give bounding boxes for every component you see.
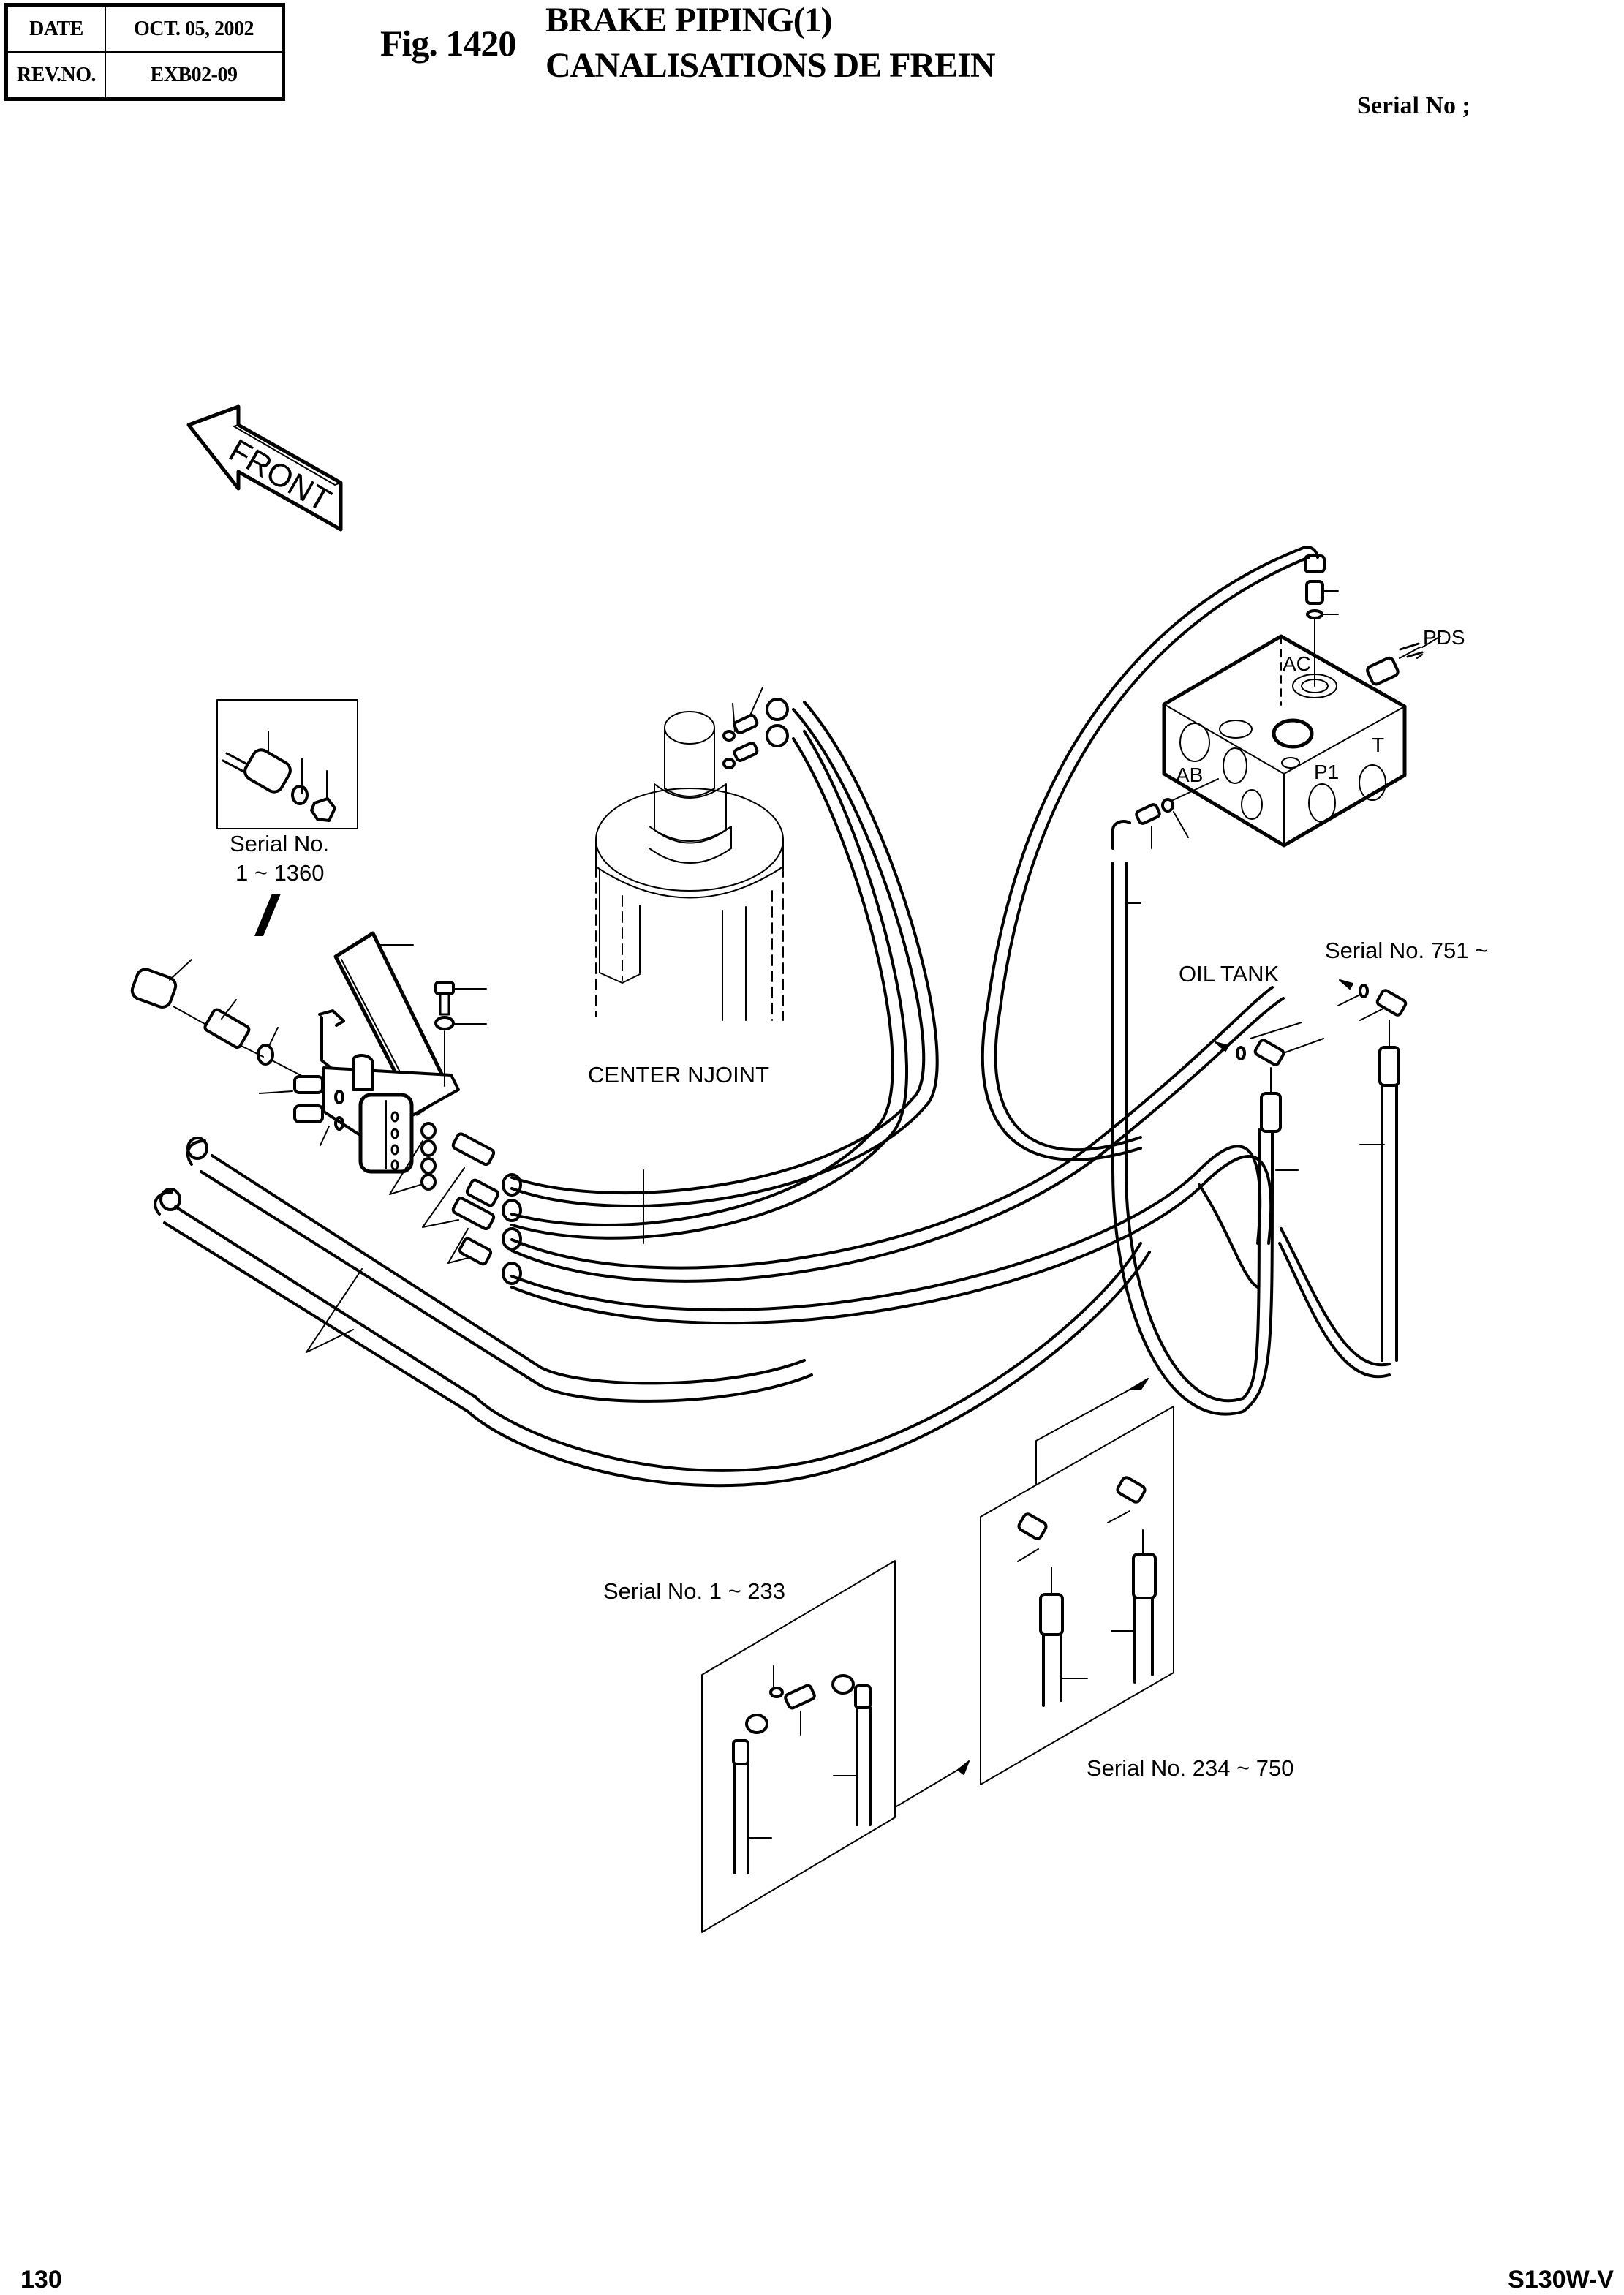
adapter-part: [310, 797, 336, 822]
pressure-switch-part: [243, 748, 292, 794]
oil-tank-label: OIL TANK: [1179, 961, 1280, 987]
page-title-english: BRAKE PIPING(1): [545, 1, 833, 39]
page-title-french: CANALISATIONS DE FREIN: [545, 46, 996, 85]
inset-serial-234-750: [980, 1378, 1174, 1785]
inset-serial-range: 1 ~ 1360: [235, 860, 325, 886]
pds-sensor-part: [1366, 656, 1400, 686]
rev-label: REV.NO.: [5, 51, 106, 100]
serial-751-label: Serial No. 751 ~: [1325, 938, 1489, 963]
serial-1-233-label: Serial No. 1 ~ 233: [603, 1578, 786, 1604]
front-arrow-icon: FRONT: [186, 404, 343, 532]
date-value: OCT. 05, 2002: [105, 4, 284, 53]
port-pds-label: PDS: [1423, 626, 1465, 649]
port-ab-label: AB: [1176, 764, 1204, 786]
inset-pressure-switch: [216, 699, 358, 829]
figure-number: Fig. 1420: [380, 23, 516, 64]
date-label: DATE: [5, 4, 106, 53]
rev-value: EXB02-09: [105, 51, 284, 100]
port-ac-label: AC: [1283, 652, 1311, 675]
serial-number-heading: Serial No ;: [1357, 92, 1470, 119]
port-p1-label: P1: [1314, 761, 1340, 783]
brake-valve-block: [1111, 546, 1441, 904]
machine-model: S130W-V: [1508, 2266, 1614, 2294]
center-joint-label: CENTER NJOINT: [588, 1062, 769, 1088]
revision-table: DATE OCT. 05, 2002 REV.NO. EXB02-09: [4, 3, 285, 101]
inset-serial-label: Serial No.: [230, 831, 330, 856]
callout-pointer-icon: [254, 894, 281, 936]
port-t-label: T: [1372, 734, 1385, 756]
page-number: 130: [20, 2266, 62, 2294]
serial-234-750-label: Serial No. 234 ~ 750: [1087, 1755, 1294, 1781]
oil-tank-fittings: [1215, 979, 1408, 1171]
center-joint-fittings: [722, 687, 789, 769]
valve-hoses: [981, 547, 1398, 1416]
inset-serial-1-233: [701, 1560, 970, 1933]
brake-hoses-main: [510, 701, 1285, 1324]
center-joint: [595, 711, 784, 1021]
washer-part: [291, 785, 309, 805]
brake-pedal-assembly: [130, 931, 1151, 1488]
